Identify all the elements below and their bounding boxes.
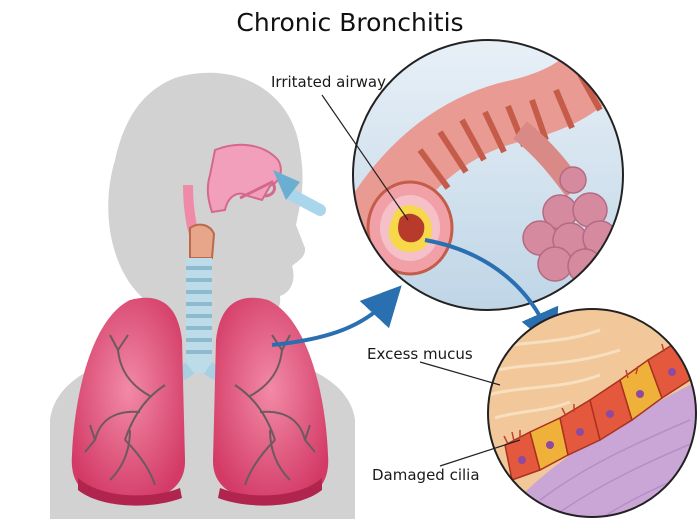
- callout-line-excess-mucus: [419, 361, 501, 386]
- left-bronchial-tree: [84, 334, 166, 486]
- cell-nuclei: [518, 368, 676, 464]
- epithelial-cells: [504, 338, 696, 481]
- left-lung: [71, 297, 186, 506]
- label-damaged-cilia: Damaged cilia: [372, 466, 480, 484]
- zoom-arrow-lung: [271, 285, 402, 347]
- callout-line-irritated-airway: [321, 94, 409, 221]
- airway-cross-section: [366, 180, 454, 276]
- label-excess-mucus: Excess mucus: [367, 345, 473, 363]
- label-irritated-airway: Irritated airway: [271, 73, 386, 91]
- air-inflow-arrow: [273, 170, 326, 216]
- mucus-layer: [488, 328, 621, 420]
- right-bronchial-tree: [234, 334, 316, 486]
- airway-zoom-circle: [352, 39, 624, 311]
- diagram-title: Chronic Bronchitis: [236, 8, 464, 37]
- right-lung: [212, 297, 329, 506]
- callout-line-damaged-cilia: [439, 439, 521, 467]
- zoom-arrow-detail: [424, 238, 559, 351]
- tissue-zoom-circle: [487, 308, 697, 518]
- submucosa-tissue: [500, 380, 696, 517]
- larynx: [189, 223, 216, 259]
